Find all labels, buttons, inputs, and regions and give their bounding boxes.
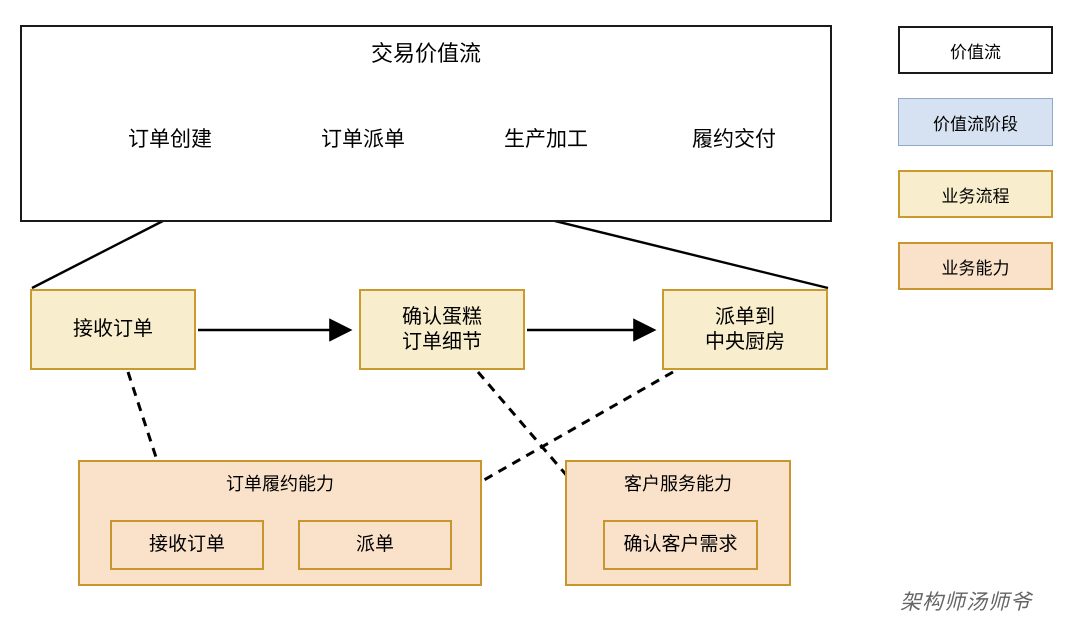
legend-item-value-stream-stage[interactable]: 价值流阶段 xyxy=(898,98,1053,146)
process-box-receive-order[interactable]: 接收订单 xyxy=(30,289,196,370)
process-label-dispatch-to-kitchen: 派单到 中央厨房 xyxy=(705,305,785,354)
capability-item-label: 派单 xyxy=(355,534,394,556)
process-box-dispatch-to-kitchen[interactable]: 派单到 中央厨房 xyxy=(662,289,828,370)
capability-title-order-fulfillment: 订单履约能力 xyxy=(226,474,334,494)
legend-label-business-capability: 业务能力 xyxy=(941,258,1010,278)
legend-label-business-process: 业务流程 xyxy=(941,186,1010,206)
capability-item-confirm-customer-need[interactable]: 确认客户需求 xyxy=(603,520,758,570)
capability-title-customer-service: 客户服务能力 xyxy=(624,474,732,494)
stage-label-1[interactable]: 订单创建 xyxy=(128,128,212,152)
capability-item-label: 确认客户需求 xyxy=(623,534,738,556)
stage-label-2[interactable]: 订单派单 xyxy=(321,128,405,152)
stage-label-4[interactable]: 履约交付 xyxy=(692,128,776,152)
capability-item-receive-order[interactable]: 接收订单 xyxy=(110,520,264,570)
value-stream-title: 交易价值流 xyxy=(370,40,481,66)
capability-container-order-fulfillment[interactable]: 订单履约能力 接收订单 派单 xyxy=(78,460,482,586)
legend-label-value-stream-stage: 价值流阶段 xyxy=(933,114,1018,134)
process-box-confirm-cake-details[interactable]: 确认蛋糕 订单细节 xyxy=(359,289,525,370)
legend-item-value-stream[interactable]: 价值流 xyxy=(898,26,1053,74)
capability-container-customer-service[interactable]: 客户服务能力 确认客户需求 xyxy=(565,460,791,586)
stage-label-3[interactable]: 生产加工 xyxy=(504,128,588,152)
process-label-line-1: 派单到 xyxy=(715,306,775,329)
legend-label-value-stream: 价值流 xyxy=(950,42,1001,62)
value-stream-frame xyxy=(20,25,832,222)
process-label-line-2: 中央厨房 xyxy=(705,330,785,353)
process-label-confirm-cake-details: 确认蛋糕 订单细节 xyxy=(402,305,482,354)
process-label-line-1: 确认蛋糕 xyxy=(402,306,482,329)
process-label-receive-order: 接收订单 xyxy=(73,318,153,341)
process-label-line-2: 订单细节 xyxy=(402,330,482,353)
watermark-text: 架构师汤师爷 xyxy=(900,591,1032,614)
capability-item-dispatch[interactable]: 派单 xyxy=(298,520,452,570)
capability-item-label: 接收订单 xyxy=(148,534,225,556)
legend-item-business-process[interactable]: 业务流程 xyxy=(898,170,1053,218)
legend-item-business-capability[interactable]: 业务能力 xyxy=(898,242,1053,290)
